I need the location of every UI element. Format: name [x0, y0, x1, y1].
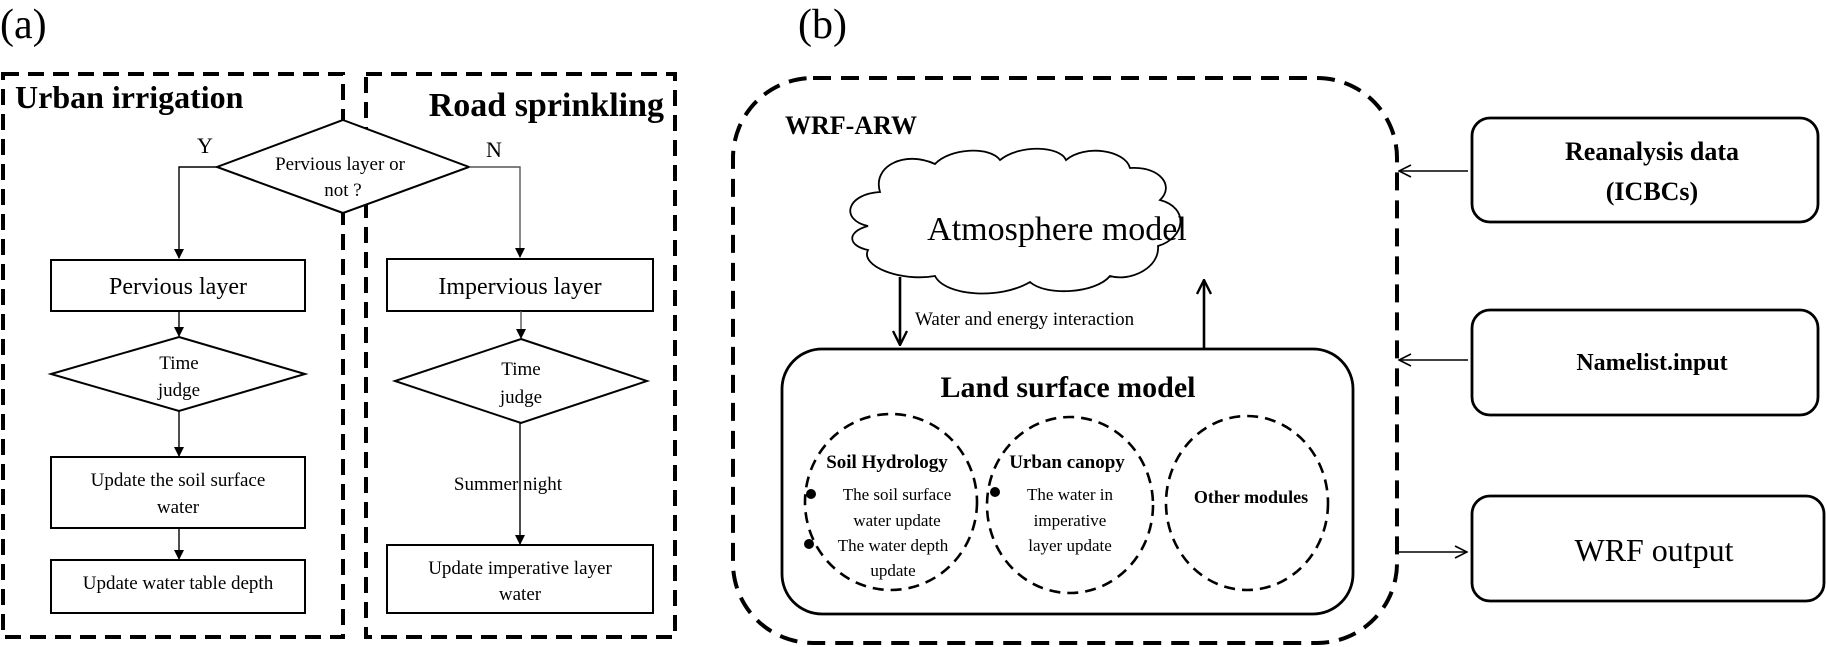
urban-line-1: The water in	[1027, 485, 1113, 504]
urban-irrigation-title: Urban irrigation	[15, 79, 244, 115]
time-judge-left-line1: Time	[159, 353, 198, 374]
pervious-layer-text: Pervious layer	[109, 274, 247, 300]
soil-hydrology-title: Soil Hydrology	[826, 452, 948, 473]
update-imperative-text-line1: Update imperative layer	[428, 558, 612, 579]
namelist-input-box	[1470, 308, 1820, 417]
wrf-arw-container	[731, 76, 1399, 645]
no-branch-label: N	[486, 137, 502, 162]
soil-line-2: water update	[853, 511, 940, 530]
other-modules-module	[1164, 414, 1330, 592]
update-imperative-box	[386, 544, 654, 614]
atmosphere-cloud	[849, 147, 1182, 295]
no-branch-arrow	[469, 166, 525, 258]
reanalysis-text-line1: Reanalysis data	[1565, 137, 1739, 166]
pervious-decision-diamond	[214, 118, 472, 215]
road-sprinkling-section	[364, 72, 677, 639]
update-soil-text-line2: water	[157, 497, 200, 518]
soil-line-1: The soil surface	[843, 485, 952, 504]
update-water-table-box	[50, 559, 306, 614]
interaction-label: Water and energy interaction	[915, 309, 1135, 330]
update-soil-text-line1: Update the soil surface	[91, 470, 266, 491]
wrf-output-box	[1470, 494, 1826, 603]
wrf-output-text: WRF output	[1574, 532, 1733, 568]
land-surface-model-box	[780, 347, 1355, 616]
urban-canopy-title: Urban canopy	[1009, 452, 1125, 473]
road-sprinkling-title: Road sprinkling	[429, 87, 664, 124]
summer-night-label: Summer night	[454, 474, 563, 495]
bullet-icon	[990, 487, 1000, 497]
yes-branch-label: Y	[197, 133, 213, 158]
reanalysis-text-line2: (ICBCs)	[1606, 177, 1698, 206]
soil-line-4: update	[870, 561, 915, 580]
reanalysis-data-box	[1470, 116, 1820, 224]
land-surface-model-title: Land surface model	[941, 371, 1196, 404]
pervious-layer-box	[50, 259, 306, 312]
namelist-input-text: Namelist.input	[1576, 350, 1727, 376]
urban-line-2: imperative	[1034, 511, 1107, 530]
panel-a-label: (a)	[0, 2, 47, 48]
update-water-table-text: Update water table depth	[83, 573, 274, 594]
decision-text-line2: not ?	[324, 180, 361, 201]
wrf-arw-title: WRF-ARW	[785, 111, 917, 140]
bullet-icon	[806, 489, 816, 499]
urban-line-3: layer update	[1028, 536, 1112, 555]
soil-hydrology-module	[803, 412, 979, 592]
impervious-layer-box	[386, 258, 654, 312]
update-imperative-text-line2: water	[499, 584, 542, 605]
bullet-icon	[804, 539, 814, 549]
atmosphere-model-text: Atmosphere model	[927, 211, 1187, 248]
update-soil-surface-box	[50, 456, 306, 529]
other-modules-title: Other modules	[1194, 487, 1308, 507]
soil-line-3: The water depth	[838, 536, 949, 555]
impervious-layer-text: Impervious layer	[438, 274, 601, 300]
time-judge-right-line1: Time	[501, 359, 540, 380]
yes-branch-arrow	[174, 166, 217, 259]
decision-text-line1: Pervious layer or	[275, 154, 405, 175]
time-judge-diamond-right	[391, 337, 651, 425]
time-judge-right-line2: judge	[499, 387, 542, 408]
urban-canopy-module	[985, 415, 1155, 595]
time-judge-left-line2: judge	[157, 380, 200, 401]
panel-b-label: (b)	[798, 2, 847, 48]
